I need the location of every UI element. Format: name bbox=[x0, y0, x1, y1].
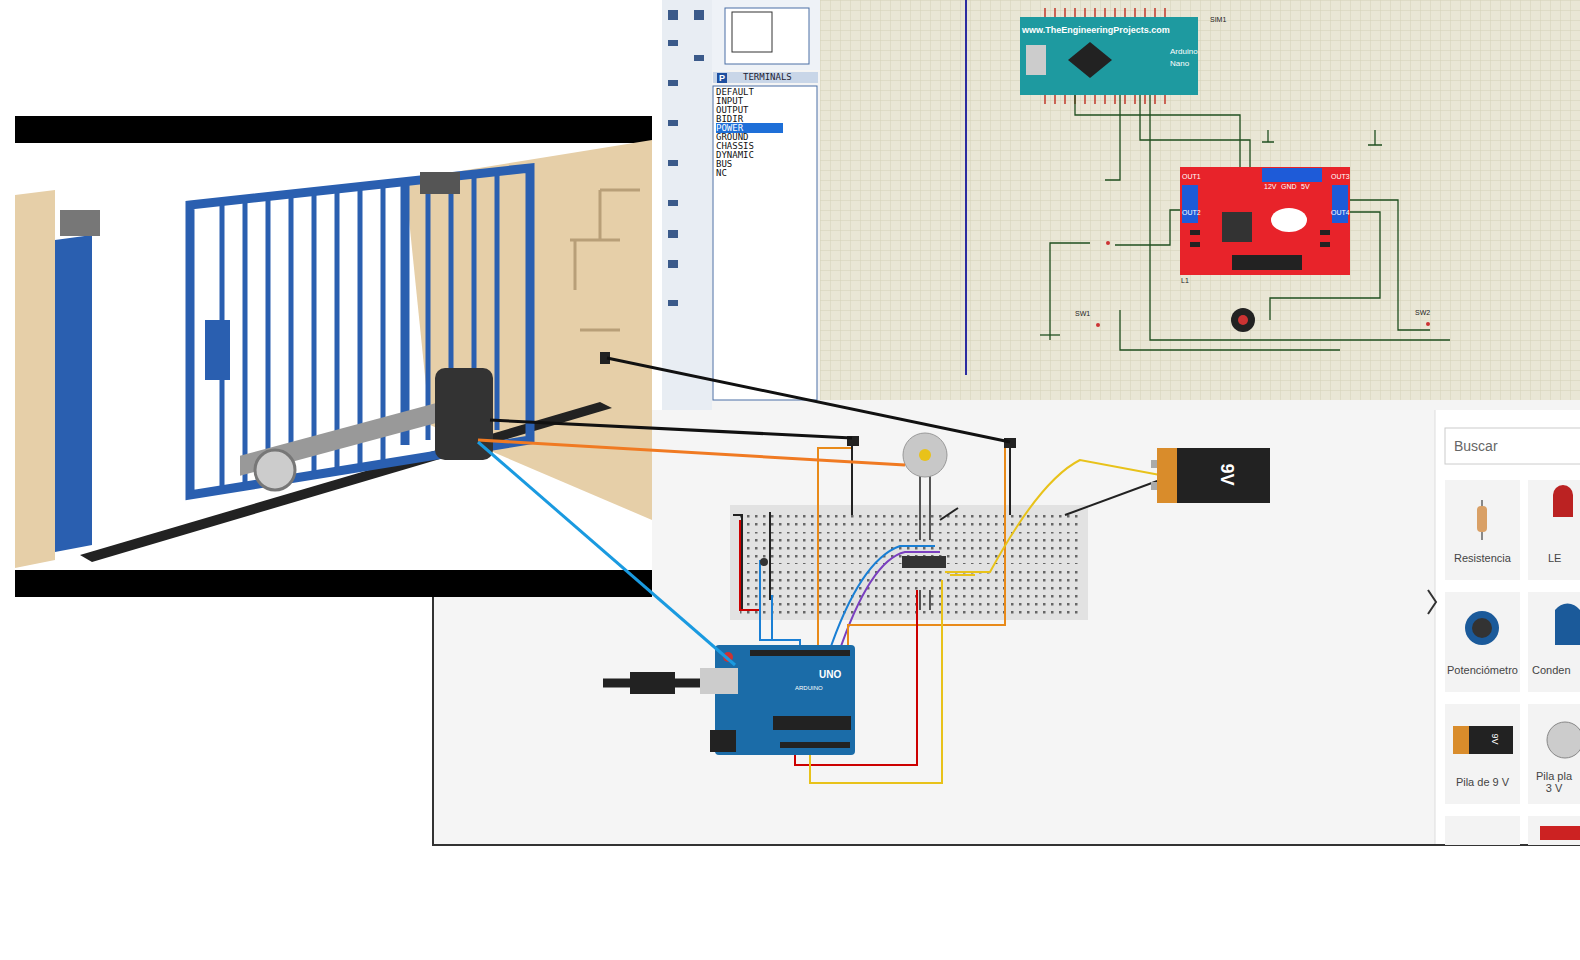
node-text: www.TheEngineeringProjects.com bbox=[1022, 25, 1170, 35]
text-label: GROUND bbox=[716, 132, 749, 142]
node-text: OUT2 bbox=[1182, 209, 1201, 216]
node-text: 5V bbox=[1301, 183, 1310, 190]
text-label: DYNAMIC bbox=[716, 150, 754, 160]
component-card: Pila de 9 V 9V bbox=[1445, 704, 1520, 804]
component-card: LE bbox=[1528, 480, 1576, 580]
node-text: 9V bbox=[1216, 463, 1237, 485]
motor-driver-board: OUT1OUT2 12V GND 5V OUT3OUT4 bbox=[1180, 167, 1350, 275]
search-box: Buscar bbox=[1445, 428, 1580, 464]
arduino-uno-board: UNO ARDUINO bbox=[715, 645, 855, 755]
text-label: NC bbox=[716, 168, 727, 178]
node-text: GND bbox=[1281, 183, 1297, 190]
component-card: Pila pla 3 V bbox=[1528, 704, 1576, 804]
component-card: Potenciómetro bbox=[1445, 592, 1520, 692]
component-card: Resistencia bbox=[1445, 480, 1520, 580]
text-label: OUTPUT bbox=[716, 105, 749, 115]
node-text: Nano bbox=[1170, 59, 1189, 68]
node-text: Resistencia bbox=[1454, 552, 1511, 564]
text-label: SIM1 bbox=[1210, 16, 1226, 23]
battery-9v: 9V bbox=[1157, 448, 1270, 503]
node-text: LE bbox=[1548, 552, 1561, 564]
node-text: Conden bbox=[1532, 664, 1571, 676]
node-text: 9V bbox=[1490, 733, 1500, 744]
node-text: ARDUINO bbox=[795, 685, 823, 691]
text-label: L1 bbox=[1181, 277, 1189, 284]
text-label: INPUT bbox=[716, 96, 743, 106]
node-text: Potenciómetro bbox=[1447, 664, 1518, 676]
text-label: SW2 bbox=[1415, 309, 1430, 316]
text-label: DEFAULT bbox=[716, 87, 754, 97]
node-text: OUT1 bbox=[1182, 173, 1201, 180]
battery-icon: 9V bbox=[1453, 726, 1513, 754]
node-text: Pila de 9 V bbox=[1456, 776, 1509, 788]
node-text: OUT4 bbox=[1331, 209, 1350, 216]
node-text: 12V bbox=[1264, 183, 1276, 190]
node-text: Buscar bbox=[1454, 438, 1498, 454]
node-text: TERMINALS bbox=[743, 72, 792, 82]
text-label: CHASSIS bbox=[716, 141, 754, 151]
arduino-nano-board: www.TheEngineeringProjects.comArduinoNan… bbox=[1020, 17, 1198, 95]
node-text: Pila pla 3 V bbox=[1532, 770, 1576, 794]
text-label: BUS bbox=[716, 159, 732, 169]
text-label: P bbox=[717, 73, 727, 83]
text-label: SW1 bbox=[1075, 310, 1090, 317]
text-label: POWER bbox=[716, 123, 783, 133]
node-text: OUT3 bbox=[1331, 173, 1350, 180]
node-text: Arduino bbox=[1170, 47, 1198, 56]
node-text: UNO bbox=[819, 669, 841, 680]
component-card: Conden bbox=[1528, 592, 1576, 692]
